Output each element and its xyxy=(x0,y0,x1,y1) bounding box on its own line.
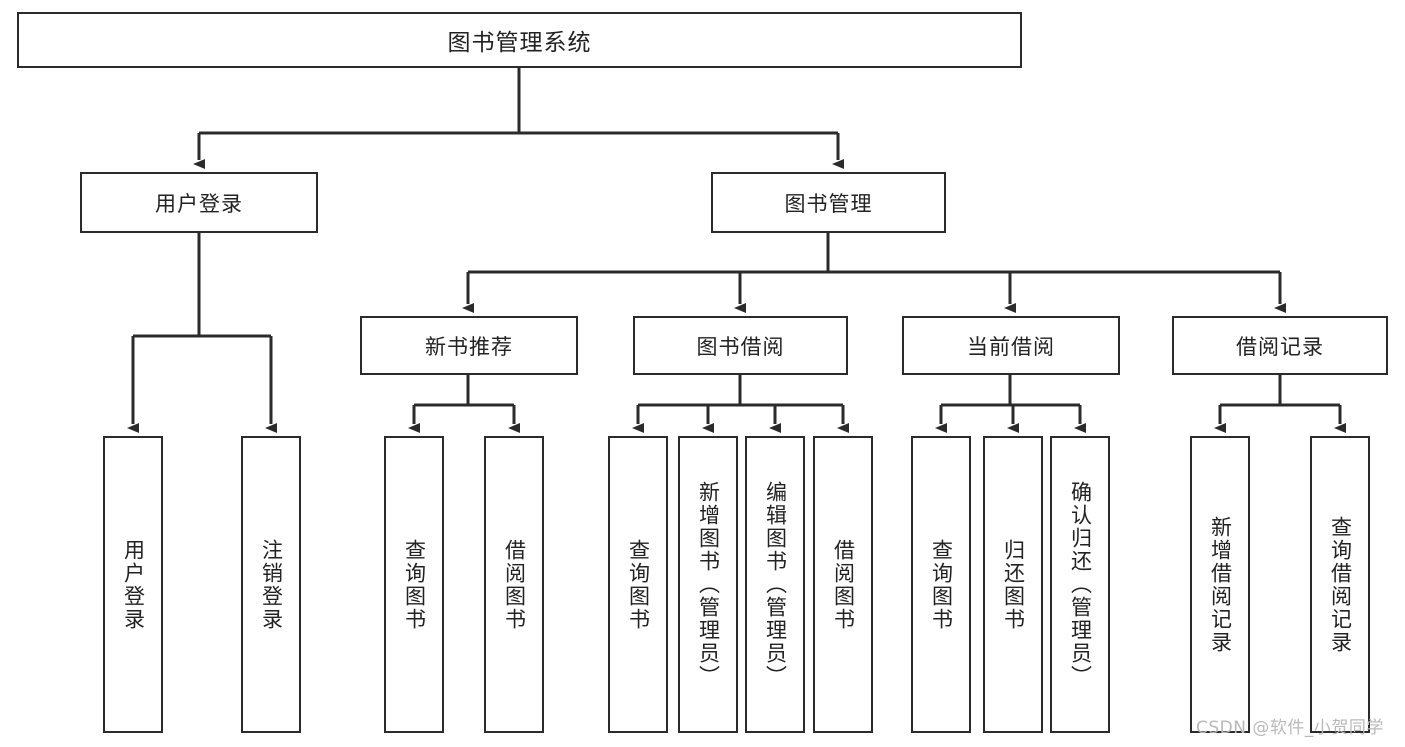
node-new-book-recommend[interactable]: 新书推荐 xyxy=(360,316,578,375)
csdn-watermark: CSDN @软件_小贺同学 xyxy=(1196,718,1384,738)
node-leaf-query-book-2-label: 查询图书 xyxy=(626,538,651,631)
node-root-label: 图书管理系统 xyxy=(447,30,592,56)
node-root[interactable]: 图书管理系统 xyxy=(17,12,1022,68)
node-leaf-query-borrow-record-label: 查询借阅记录 xyxy=(1328,515,1353,654)
node-leaf-query-book-3-label: 查询图书 xyxy=(929,538,954,631)
node-leaf-confirm-return-admin[interactable]: 确认归还（管理员） xyxy=(1050,436,1110,733)
node-book-borrow-label: 图书借阅 xyxy=(696,334,785,359)
node-leaf-add-book-admin[interactable]: 新增图书（管理员） xyxy=(678,436,738,733)
node-user-login-label: 用户登录 xyxy=(155,191,243,216)
node-leaf-user-login-label: 用户登录 xyxy=(121,538,146,631)
node-leaf-edit-book-admin-label: 编辑图书（管理员） xyxy=(763,481,788,688)
node-book-management[interactable]: 图书管理 xyxy=(711,172,946,233)
node-user-login[interactable]: 用户登录 xyxy=(80,172,318,233)
node-leaf-logout[interactable]: 注销登录 xyxy=(241,436,301,733)
node-leaf-logout-label: 注销登录 xyxy=(259,538,284,631)
node-leaf-borrow-book-2[interactable]: 借阅图书 xyxy=(813,436,873,733)
node-borrow-record-label: 借阅记录 xyxy=(1236,334,1324,359)
node-leaf-add-borrow-record[interactable]: 新增借阅记录 xyxy=(1190,436,1250,733)
node-leaf-borrow-book-1-label: 借阅图书 xyxy=(502,538,527,631)
node-leaf-edit-book-admin[interactable]: 编辑图书（管理员） xyxy=(745,436,805,733)
node-leaf-add-book-admin-label: 新增图书（管理员） xyxy=(696,481,721,688)
node-book-management-label: 图书管理 xyxy=(784,191,873,216)
node-leaf-borrow-book-1[interactable]: 借阅图书 xyxy=(484,436,544,733)
node-leaf-borrow-book-2-label: 借阅图书 xyxy=(831,538,856,631)
node-current-borrow[interactable]: 当前借阅 xyxy=(902,316,1120,375)
node-leaf-return-book[interactable]: 归还图书 xyxy=(983,436,1043,733)
node-borrow-record[interactable]: 借阅记录 xyxy=(1172,316,1388,375)
node-leaf-query-book-3[interactable]: 查询图书 xyxy=(911,436,971,733)
node-leaf-query-book-1-label: 查询图书 xyxy=(402,538,427,631)
node-leaf-confirm-return-admin-label: 确认归还（管理员） xyxy=(1068,481,1093,688)
node-leaf-user-login[interactable]: 用户登录 xyxy=(103,436,163,733)
node-current-borrow-label: 当前借阅 xyxy=(967,334,1055,359)
node-leaf-query-borrow-record[interactable]: 查询借阅记录 xyxy=(1310,436,1370,733)
node-leaf-query-book-2[interactable]: 查询图书 xyxy=(608,436,668,733)
node-new-book-recommend-label: 新书推荐 xyxy=(425,334,513,359)
node-leaf-add-borrow-record-label: 新增借阅记录 xyxy=(1208,515,1233,654)
node-leaf-query-book-1[interactable]: 查询图书 xyxy=(384,436,444,733)
node-book-borrow[interactable]: 图书借阅 xyxy=(633,316,848,375)
node-leaf-return-book-label: 归还图书 xyxy=(1001,538,1026,631)
